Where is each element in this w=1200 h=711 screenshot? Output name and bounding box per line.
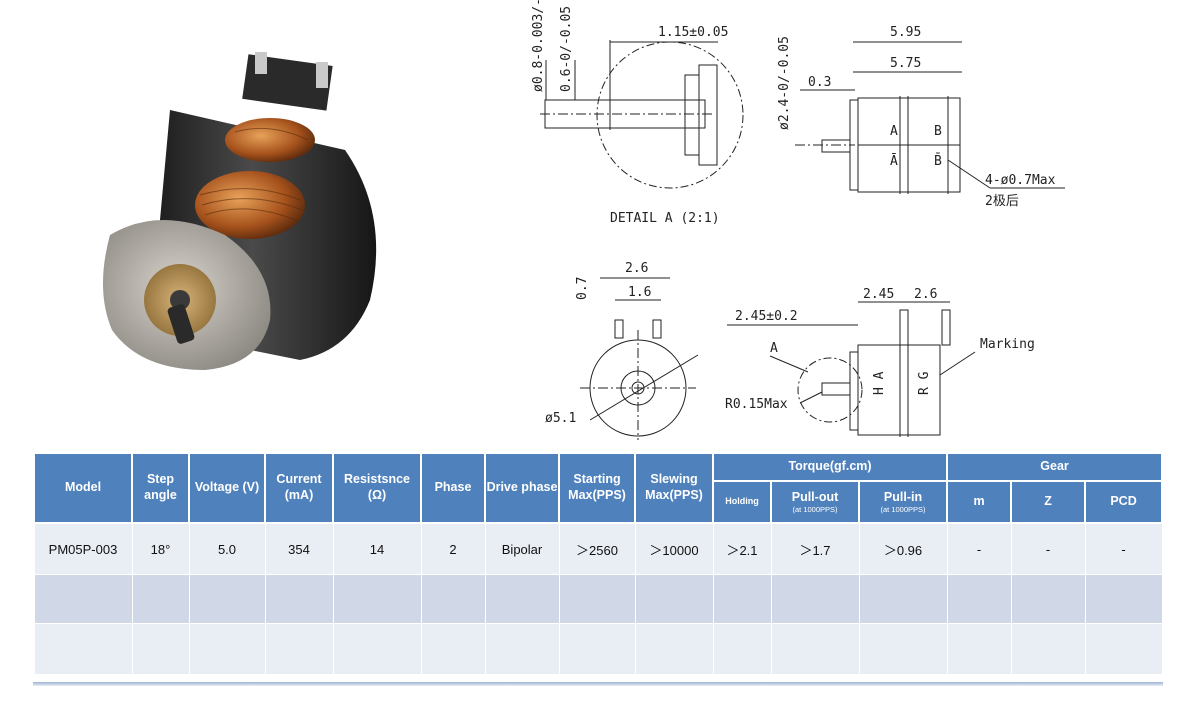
header-slewing: Slewing Max(PPS) — [634, 452, 714, 524]
terminal-a-label: A — [890, 124, 898, 139]
table-bottom-border — [33, 682, 1163, 686]
cell-step-angle: 18° — [131, 522, 190, 575]
header-voltage: Voltage (V) — [188, 452, 266, 524]
header-drive-phase: Drive phase — [484, 452, 560, 524]
pin-position-dim: 2.45±0.2 — [735, 309, 798, 324]
marking-left: H A — [872, 371, 887, 395]
side-view-top: 5.95 5.75 0.3 ø2.4-0/-0.05 A B Ā B̄ 4-ø0… — [777, 25, 1065, 209]
table-row: PM05P-003 18° 5.0 354 14 2 Bipolar ＞2560… — [33, 522, 1163, 575]
cell-current: 354 — [264, 522, 334, 575]
header-pull-out-label: Pull-out — [791, 489, 839, 504]
table-row — [33, 574, 1163, 624]
detail-a-view: 1.15±0.05 ø0.8-0.003/-0.007 0.6-0/-0.05 … — [531, 0, 744, 226]
cell-gear-z: - — [1010, 522, 1086, 575]
cell-drive-phase: Bipolar — [484, 522, 560, 575]
header-pull-in-sub: (at 1000PPS) — [880, 505, 926, 515]
cell-resistance: 14 — [332, 522, 422, 575]
hole-note-cn: 2极后 — [985, 194, 1019, 209]
spec-table-container: Model Step angle Voltage (V) Current (mA… — [33, 452, 1164, 684]
dim-offset-03: 0.3 — [808, 75, 831, 90]
front-view: 2.6 1.6 0.7 ø5.1 — [545, 261, 699, 440]
dim-shaft-dia-24: ø2.4-0/-0.05 — [777, 36, 792, 130]
hole-note: 4-ø0.7Max — [985, 173, 1056, 188]
cell-holding: ＞2.1 — [712, 522, 772, 575]
cell-slewing: ＞10000 — [634, 522, 714, 575]
pin-pitch-dim: 2.6 — [914, 287, 937, 302]
terminal-abar-label: Ā — [890, 154, 898, 169]
header-holding: Holding — [712, 480, 772, 524]
header-pull-out: Pull-out (at 1000PPS) — [770, 480, 860, 524]
spec-table: Model Step angle Voltage (V) Current (mA… — [33, 452, 1164, 675]
detail-a-length-dim: 1.15±0.05 — [658, 25, 728, 40]
front-pin-spacing-dim: 1.6 — [628, 285, 651, 300]
cell-phase: 2 — [420, 522, 486, 575]
header-gear-m: m — [946, 480, 1013, 524]
cell-pull-in: ＞0.96 — [858, 522, 948, 575]
cell-voltage: 5.0 — [188, 522, 266, 575]
terminal-b-label: B — [934, 124, 942, 139]
front-width-dim: 2.6 — [625, 261, 648, 276]
header-resistance: Resistsnce (Ω) — [332, 452, 422, 524]
front-dia-dim: ø5.1 — [545, 411, 576, 426]
header-phase: Phase — [420, 452, 486, 524]
header-gear-z: Z — [1010, 480, 1087, 524]
radius-dim: R0.15Max — [725, 397, 788, 412]
detail-a-callout: A — [770, 341, 778, 356]
marking-label: Marking — [980, 337, 1035, 352]
terminal-bbar-label: B̄ — [934, 154, 942, 169]
detail-a-caption: DETAIL A (2:1) — [610, 211, 720, 226]
pin-offset-dim: 2.45 — [863, 287, 894, 302]
header-pull-in: Pull-in (at 1000PPS) — [857, 480, 949, 524]
cell-gear-m: - — [946, 522, 1012, 575]
dim-length-575: 5.75 — [890, 56, 921, 71]
front-pin-height-dim: 0.7 — [575, 277, 590, 300]
header-gear: Gear — [946, 452, 1164, 482]
header-gear-pcd: PCD — [1084, 480, 1164, 524]
cell-pull-out: ＞1.7 — [770, 522, 860, 575]
cell-gear-pcd: - — [1084, 522, 1163, 575]
header-starting: Starting Max(PPS) — [558, 452, 636, 524]
header-pull-out-sub: (at 1000PPS) — [792, 505, 838, 515]
header-current: Current (mA) — [264, 452, 334, 524]
detail-a-flat-dim: 0.6-0/-0.05 — [559, 6, 574, 92]
marking-right: R G — [917, 371, 932, 395]
detail-a-shaft-dia-dim: ø0.8-0.003/-0.007 — [531, 0, 546, 92]
header-pull-in-label: Pull-in — [883, 489, 923, 504]
cell-starting: ＞2560 — [558, 522, 636, 575]
cell-model: PM05P-003 — [33, 522, 133, 575]
side-view-bottom: H A R G 2.45±0.2 2.45 2.6 A R0.15Max Mar… — [725, 287, 1035, 437]
table-row — [33, 623, 1163, 675]
dim-length-595: 5.95 — [890, 25, 921, 40]
header-model: Model — [33, 452, 133, 524]
header-torque: Torque(gf.cm) — [711, 452, 949, 482]
motor-photo — [102, 52, 377, 370]
header-step-angle: Step angle — [131, 452, 190, 524]
dimension-drawings: 1.15±0.05 ø0.8-0.003/-0.007 0.6-0/-0.05 … — [531, 0, 1065, 440]
